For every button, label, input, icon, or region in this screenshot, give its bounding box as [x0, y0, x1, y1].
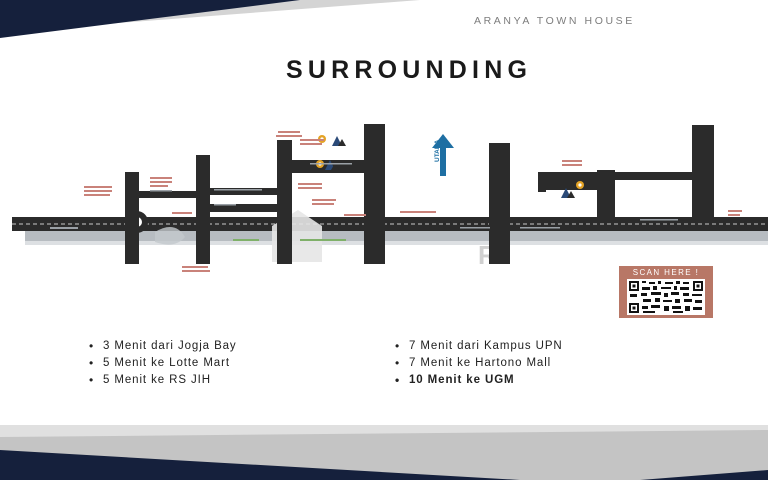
road-v7 [692, 125, 714, 220]
road-v3 [277, 140, 292, 264]
highlight-item: 5 Menit ke RS JIH [89, 373, 211, 387]
north-label: UTARA [434, 139, 441, 162]
page-title: SURROUNDING [286, 56, 533, 84]
road-h7 [538, 172, 546, 192]
aranya-logo-icon [325, 136, 575, 198]
map-road-name-labels [50, 163, 678, 229]
road-v1 [125, 172, 139, 264]
road-v5 [489, 143, 510, 264]
highlight-item: 7 Menit dari Kampus UPN [395, 339, 563, 353]
north-arrow-stem [440, 148, 446, 176]
highlight-item: 7 Menit ke Hartono Mall [395, 356, 551, 370]
bottom-right-navy [640, 470, 768, 480]
highlight-item: 5 Menit ke Lotte Mart [89, 356, 230, 370]
qr-label: SCAN HERE ! [619, 266, 713, 280]
qr-code-icon[interactable] [627, 279, 705, 315]
location-map: R [12, 124, 768, 272]
bottom-navy-band [0, 450, 520, 480]
road-v2 [196, 155, 210, 264]
watermark-shape [155, 227, 185, 245]
ring-road-band [25, 231, 768, 241]
highlight-item: 3 Menit dari Jogja Bay [89, 339, 237, 353]
ring-road-band-light [25, 241, 768, 245]
road-h6 [613, 172, 693, 180]
road-h2 [210, 204, 277, 212]
road-v4 [364, 124, 385, 264]
brand-name: ARANYA TOWN HOUSE [474, 15, 635, 27]
highlight-item-bold: 10 Menit ke UGM [395, 373, 515, 387]
road-h4 [210, 188, 277, 195]
north-arrow-icon [432, 134, 454, 148]
road-v6 [597, 170, 615, 220]
map-tiny-labels [84, 131, 742, 272]
road-h5 [538, 172, 600, 190]
road-h3 [139, 191, 197, 198]
map-green-labels [233, 239, 346, 241]
top-navy-band [0, 0, 300, 38]
